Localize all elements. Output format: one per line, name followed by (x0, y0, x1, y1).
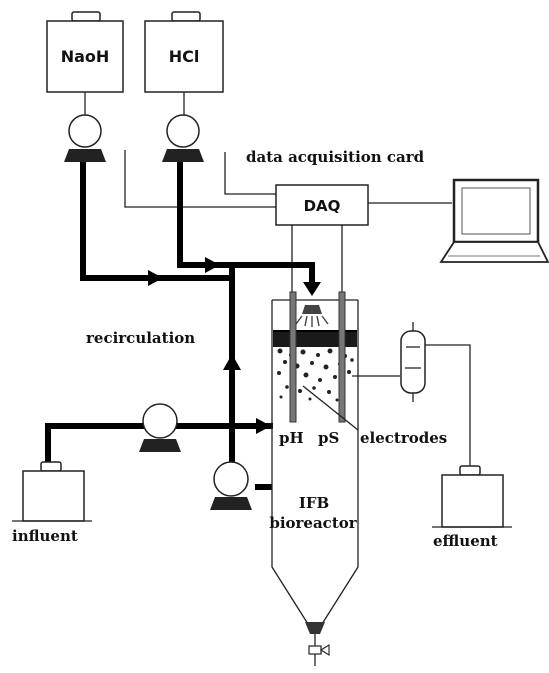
recirculation-label: recirculation (86, 329, 195, 347)
naoh-label: NaoH (61, 47, 110, 66)
hcl-flow-arrow (205, 257, 220, 273)
signal-wires (124, 150, 471, 466)
influent-flow-arrow (256, 418, 271, 434)
reactor-label-line2: bioreactor (269, 514, 357, 532)
electrodes (289, 291, 346, 423)
ps-label: pS (318, 429, 339, 447)
influent-pump (139, 403, 181, 452)
ph-electrode (289, 291, 297, 423)
recirculation-arrow (223, 354, 241, 370)
daq-card-label: data acquisition card (246, 148, 425, 166)
daq-label: DAQ (304, 197, 341, 215)
ph-label: pH (279, 429, 304, 447)
dosing-inlet-arrow (303, 282, 321, 296)
level-sensor (400, 322, 426, 402)
computer-icon (439, 178, 549, 263)
hcl-tank: HCl (144, 11, 224, 93)
daq-box: DAQ (275, 184, 369, 226)
recirculation-pump (210, 461, 252, 510)
naoh-tank: NaoH (46, 11, 124, 93)
influent-label: influent (12, 527, 78, 545)
naoh-pump (64, 114, 106, 162)
reactor-label-line1: IFB (299, 494, 329, 512)
electrodes-label: electrodes (360, 429, 447, 447)
influent-tank (12, 461, 92, 522)
hcl-label: HCl (169, 47, 200, 66)
ps-electrode (338, 291, 346, 423)
effluent-label: effluent (433, 532, 498, 550)
hcl-pump (162, 114, 204, 162)
flow-arrows (148, 257, 321, 434)
effluent-tank (432, 465, 512, 528)
naoh-flow-arrow (148, 270, 163, 286)
